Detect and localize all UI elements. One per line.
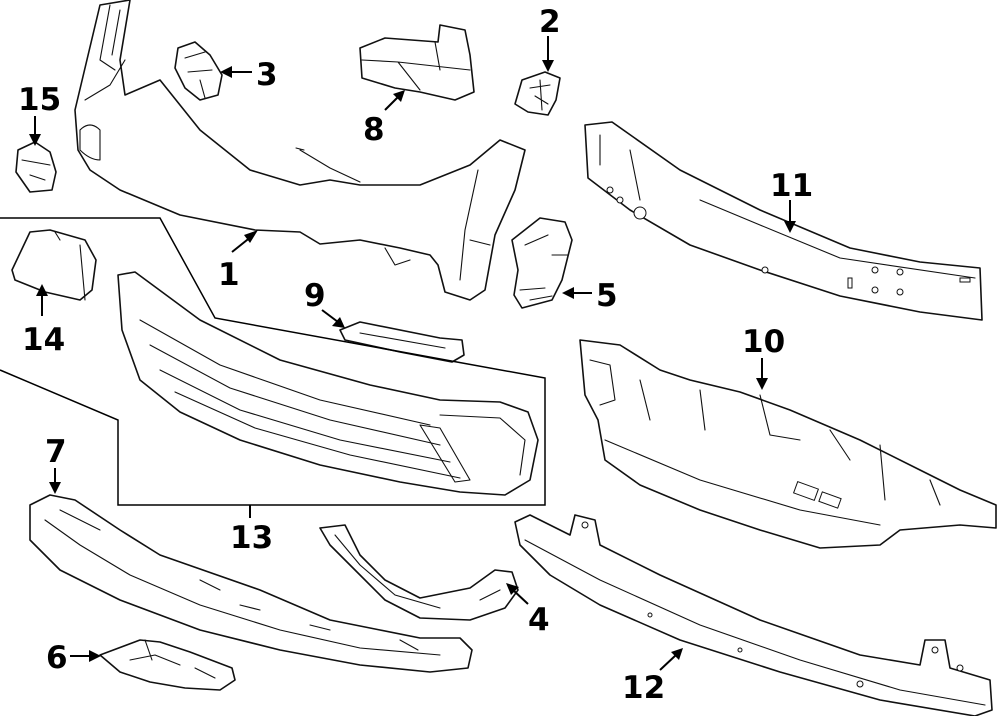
part-11-reinforcement[interactable] [584,121,983,321]
leader-lines [29,36,796,671]
part-10-carrier[interactable] [579,339,997,549]
callout-9: 9 [304,278,326,314]
part-7-lower-valance[interactable] [29,494,473,673]
part-13-lower-grille[interactable] [117,271,539,496]
callout-2: 2 [539,4,561,40]
callout-4: 4 [528,602,550,638]
part-15-clip[interactable] [15,141,57,193]
part-5-side-bracket[interactable] [511,217,573,309]
callout-11: 11 [770,168,813,204]
part-4-molding[interactable] [319,524,519,621]
part-1-bumper-cover[interactable] [74,0,526,301]
callout-8: 8 [363,112,385,148]
callout-6: 6 [46,640,68,676]
part-9-grille-trim[interactable] [339,321,465,363]
part-3-clip[interactable] [174,41,223,101]
callout-15: 15 [18,82,61,118]
part-2-bracket[interactable] [514,71,561,116]
callout-3: 3 [256,57,278,93]
part-12-lower-reinforcement[interactable] [514,514,993,716]
part-6-skid-bracket[interactable] [99,639,236,691]
group-13-frame [0,217,546,506]
callout-12: 12 [622,670,665,706]
part-8-absorber[interactable] [359,24,475,101]
callout-7: 7 [45,434,67,470]
callout-5: 5 [596,278,618,314]
part-14-lamp-cover[interactable] [11,229,97,301]
callout-labels: 1 2 3 4 5 6 7 8 9 10 11 12 13 14 15 [18,4,813,706]
callout-14: 14 [22,322,65,358]
callout-10: 10 [742,324,785,360]
callout-13: 13 [230,520,273,556]
callout-1: 1 [218,257,240,293]
